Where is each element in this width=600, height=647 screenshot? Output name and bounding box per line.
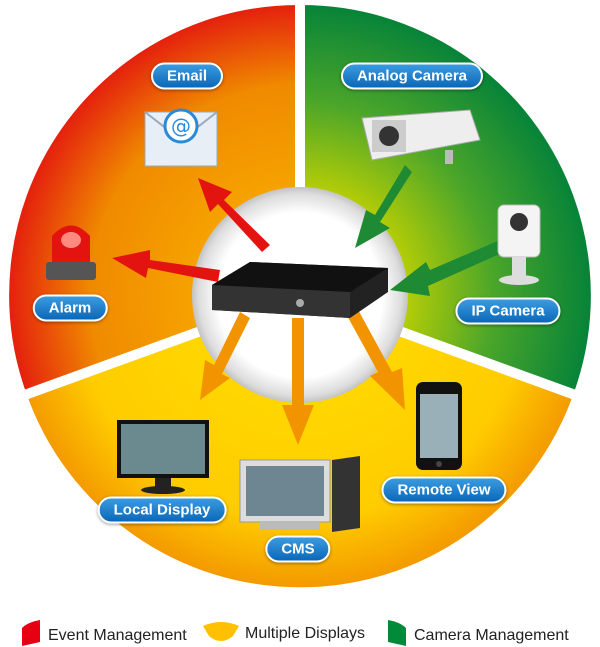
legend-multiple-displays: Multiple Displays [203,620,365,647]
legend-event-management: Event Management [20,620,187,647]
svg-text:@: @ [171,114,191,138]
dvr-icon [212,262,388,318]
arrow-from-ip [390,240,504,296]
remote-view-phone-icon [416,382,462,470]
email-envelope-icon: @ [144,108,218,167]
legend-label: Multiple Displays [245,624,366,642]
label-alarm: Alarm [32,294,108,322]
legend-camera-management: Camera Management [386,620,569,647]
arrow-to-email [198,178,270,252]
label-local-display: Local Display [97,496,227,524]
label-ip-camera: IP Camera [455,297,561,325]
arrow-from-analog [355,165,412,248]
green-swatch-icon [386,620,408,647]
arrow-to-local [200,312,250,400]
arrow-to-remote [345,306,405,410]
red-swatch-icon [20,620,42,647]
ip-camera-icon [497,204,541,285]
analog-camera-icon [361,109,481,164]
cms-computer-icon [239,456,360,532]
legend-label: Event Management [48,626,187,644]
label-analog-camera: Analog Camera [340,62,484,90]
label-email: Email [150,62,224,90]
local-display-monitor-icon [117,420,209,494]
legend-label: Camera Management [414,626,569,644]
arrow-to-alarm [112,250,220,282]
alarm-siren-icon [46,225,96,280]
label-remote-view: Remote View [381,476,507,504]
arrow-to-cms [282,318,314,445]
yellow-swatch-icon [203,620,239,647]
label-cms: CMS [265,535,331,563]
